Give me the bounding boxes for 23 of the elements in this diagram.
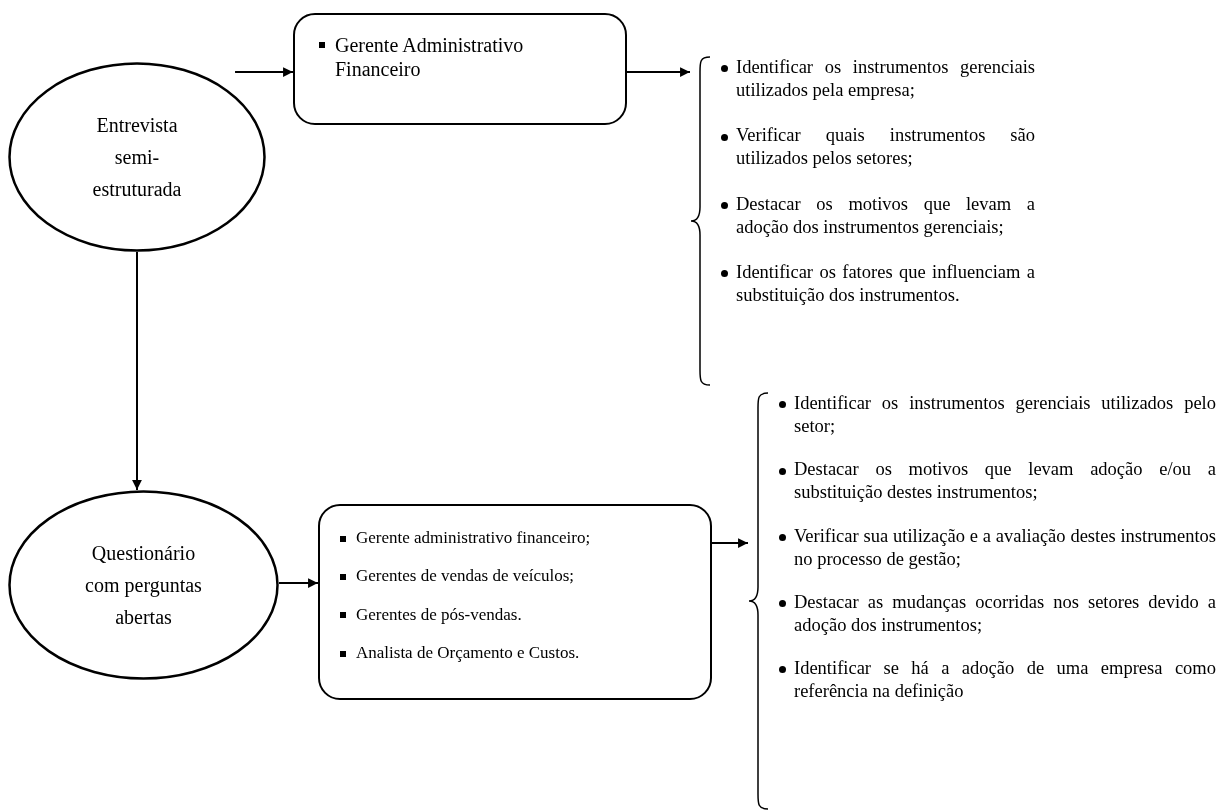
rounded-box: [318, 504, 712, 700]
list-item: Verificar sua utilização e a avaliação destes instrumentos no processo de gestão;: [794, 524, 1216, 571]
list-item: Gerente Administrativo Financeiro: [335, 34, 524, 80]
list-item: Gerente administrativo financeiro;: [356, 528, 591, 547]
list-item: Identificar os instrumentos gerenciais utilizados pela empresa;: [736, 56, 1035, 103]
list-item: Identificar os fatores que influenciam a substituição dos instrumentos.: [736, 260, 1035, 307]
arrow: [626, 67, 691, 77]
list-item: Gerentes de pós-vendas.: [356, 604, 522, 624]
list-item: Identificar se há a adoção de uma empresa como referência na definição: [794, 657, 1216, 704]
list-item: Destacar os motivos que levam adoção e/ou a substituição destes instrumentos;: [794, 458, 1216, 505]
list-item: Gerentes de vendas de veículos;: [356, 566, 575, 586]
list-item: Analista de Orçamento e Custos.: [356, 643, 580, 663]
node-label: Questionário com perguntas abertas: [84, 541, 203, 630]
arrow: [234, 67, 294, 77]
node-label: Entrevista semi-estruturada: [91, 113, 183, 202]
arrow: [711, 538, 749, 548]
rounded-box: [293, 13, 627, 125]
arrow: [132, 251, 142, 491]
arrow: [277, 578, 319, 588]
list-item: Destacar as mudanças ocorridas nos setores devido a adoção dos instrumentos;: [794, 590, 1216, 637]
list-item: Identificar os instrumentos gerenciais utilizados pelo setor;: [794, 392, 1216, 439]
list-item: Destacar os motivos que levam a adoção dos instrumentos gerenciais;: [736, 192, 1035, 239]
list-item: Verificar quais instrumentos são utilizados pelos setores;: [736, 124, 1035, 171]
